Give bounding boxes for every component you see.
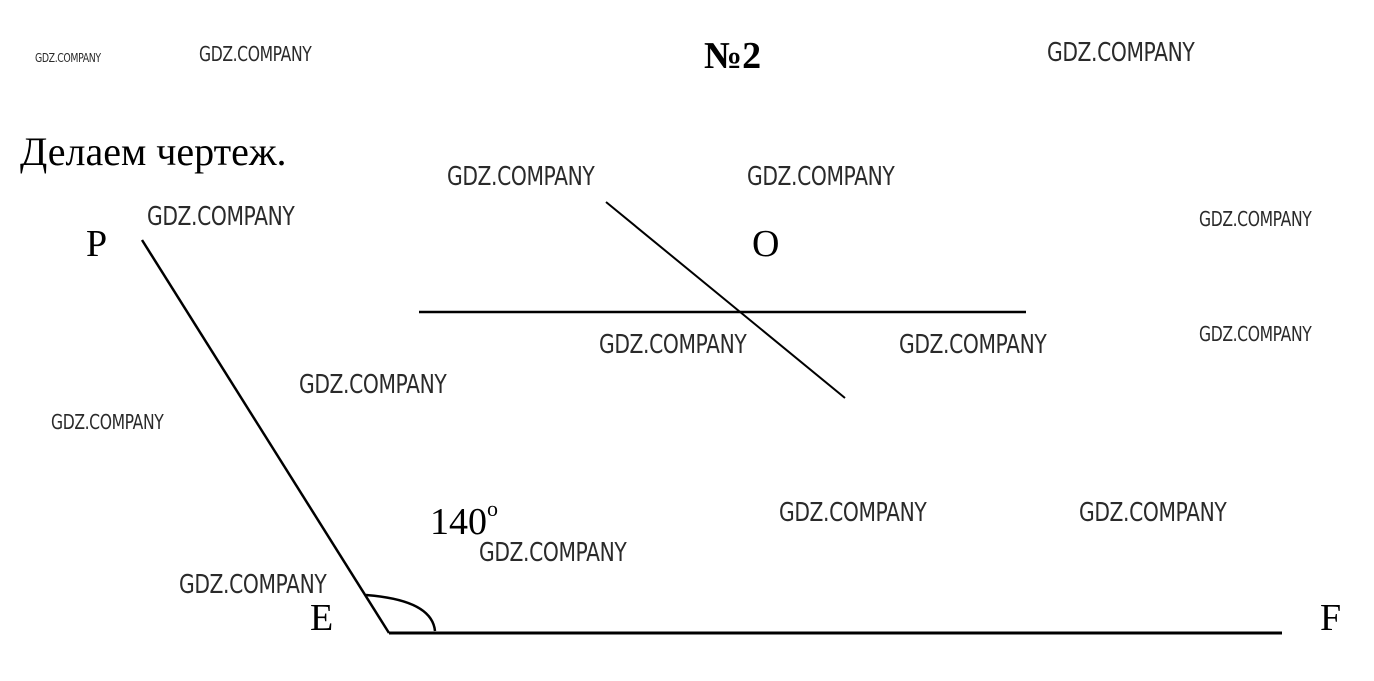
watermark: GDZ.COMPANY	[447, 162, 595, 192]
slanted-line-b	[605, 201, 846, 399]
point-label-p: P	[86, 223, 108, 265]
watermark: GDZ.COMPANY	[599, 330, 747, 360]
watermark: GDZ.COMPANY	[779, 498, 927, 528]
angle-value: 140	[430, 501, 487, 543]
watermark: GDZ.COMPANY	[1047, 38, 1195, 68]
point-label-o: O	[752, 223, 780, 265]
watermark: GDZ.COMPANY	[899, 330, 1047, 360]
point-label-e: E	[310, 597, 334, 639]
watermark: GDZ.COMPANY	[51, 410, 164, 434]
watermark: GDZ.COMPANY	[35, 51, 101, 65]
point-label-f: F	[1320, 597, 1342, 639]
watermark: GDZ.COMPANY	[147, 202, 295, 232]
problem-number: №2	[704, 35, 762, 77]
angle-measure-label: 140o	[430, 496, 498, 544]
watermark: GDZ.COMPANY	[199, 42, 312, 66]
watermark: GDZ.COMPANY	[747, 162, 895, 192]
instruction-heading: Делаем чертеж.	[20, 129, 287, 174]
angle-arc-pef	[365, 593, 437, 632]
watermark: GDZ.COMPANY	[1199, 322, 1312, 346]
watermark: GDZ.COMPANY	[1079, 498, 1227, 528]
watermark: GDZ.COMPANY	[1199, 207, 1312, 231]
watermark: GDZ.COMPANY	[179, 570, 327, 600]
ray-ep	[140, 239, 391, 634]
angle-degree-mark: o	[487, 496, 498, 522]
watermark: GDZ.COMPANY	[299, 370, 447, 400]
watermark: GDZ.COMPANY	[479, 538, 627, 568]
